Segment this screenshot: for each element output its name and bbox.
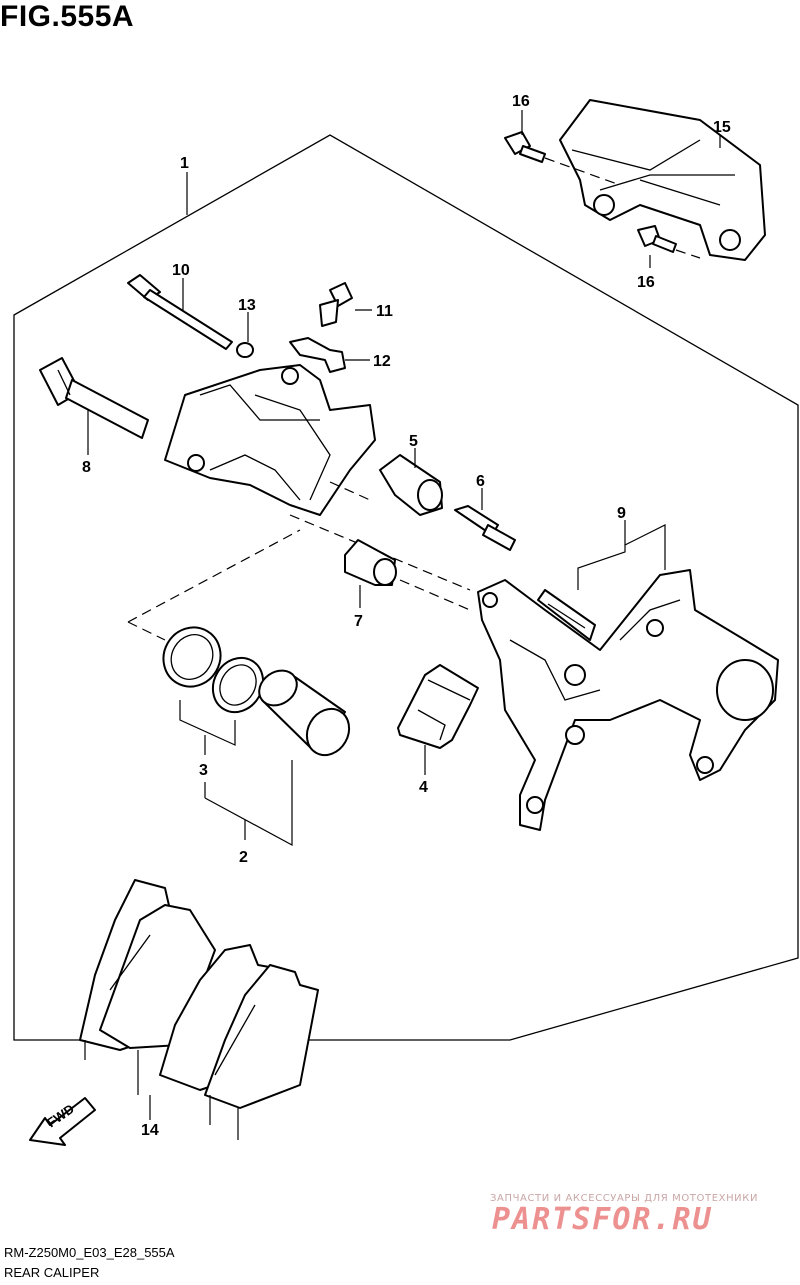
callout-14: 14: [141, 1122, 159, 1139]
callout-16-top: 16: [512, 93, 530, 110]
callout-1: 1: [180, 155, 189, 172]
boot-5: [379, 454, 443, 516]
figure-title: FIG.555A: [0, 0, 135, 33]
callout-4: 4: [419, 779, 428, 796]
bracket-holder: [559, 99, 766, 261]
piston-seals-3: [162, 626, 265, 714]
callout-5: 5: [409, 433, 418, 450]
callout-13: 13: [238, 297, 256, 314]
pin-bolt-8: [39, 357, 149, 439]
figure-code: RM-Z250M0_E03_E28_555A: [4, 1245, 175, 1260]
boot-7: [344, 539, 397, 586]
support-bracket-9: [477, 569, 779, 831]
bolt-16-lower: [637, 225, 677, 253]
pin-6: [454, 505, 516, 551]
o-ring-13: [236, 342, 254, 358]
watermark-tagline: ЗАПЧАСТИ И АКСЕССУАРЫ ДЛЯ МОТОТЕХНИКИ: [490, 1193, 759, 1204]
callout-9: 9: [617, 505, 626, 522]
callout-8: 8: [82, 459, 91, 476]
callout-6: 6: [476, 473, 485, 490]
callout-16-bottom: 16: [637, 274, 655, 291]
bolt-16-upper: [504, 131, 546, 163]
slide-pin-10: [127, 274, 233, 350]
cap-12: [289, 337, 346, 373]
callout-15: 15: [713, 119, 731, 136]
callout-10: 10: [172, 262, 190, 279]
callout-12: 12: [373, 353, 391, 370]
callout-11: 11: [376, 303, 393, 320]
watermark-brand: PARTSFOR.RU: [492, 1202, 713, 1237]
caliper-body: [164, 364, 376, 516]
figure-name: REAR CALIPER: [4, 1265, 100, 1280]
pad-spring-4: [397, 664, 479, 749]
callout-7: 7: [354, 613, 363, 630]
brake-pads-14: [79, 879, 319, 1140]
callout-3: 3: [199, 762, 208, 779]
bleeder-screw-11: [319, 282, 353, 327]
fwd-arrow: FWD: [29, 1097, 96, 1146]
piston-2: [258, 669, 351, 757]
assembly-outline: [13, 134, 799, 1041]
callout-2: 2: [239, 849, 248, 866]
